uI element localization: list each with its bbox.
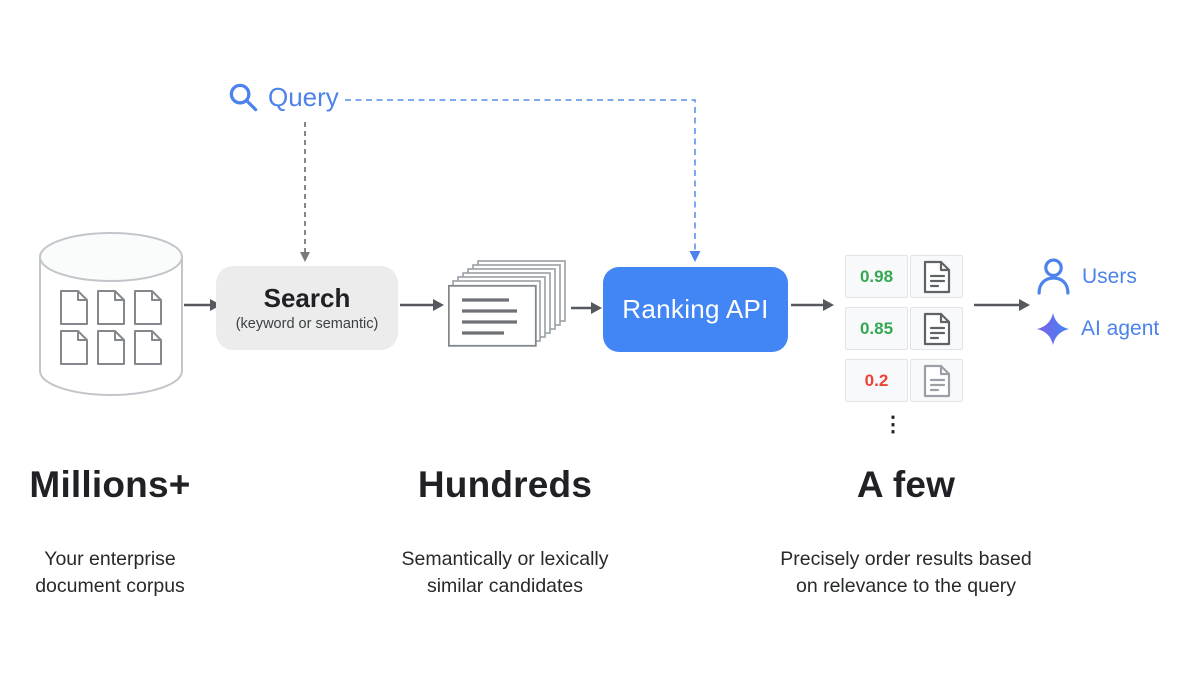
arrow-search-to-candidates (400, 299, 444, 311)
document-corpus (38, 231, 184, 404)
caption-candidates: Hundreds Semantically or lexically simil… (355, 464, 655, 600)
search-box-subtitle: (keyword or semantic) (235, 316, 379, 333)
caption-heading: A few (856, 464, 956, 505)
result-row: 0.85 (845, 307, 963, 350)
caption-heading: Millions+ (29, 464, 191, 505)
more-results-ellipsis: ⋮ (882, 413, 904, 436)
candidate-stack (447, 260, 570, 362)
result-doc-cell (910, 359, 963, 402)
result-doc-cell (910, 307, 963, 350)
corpus-document-icons (60, 290, 162, 365)
caption-subtitle: Precisely order results based on relevan… (780, 547, 1032, 598)
sparkle-icon (1037, 313, 1069, 345)
ranking-api-box: Ranking API (603, 267, 788, 352)
ranking-api-label: Ranking API (622, 294, 769, 324)
search-icon (229, 83, 258, 112)
score-cell: 0.2 (845, 359, 908, 402)
query-label-group: Query (228, 82, 339, 113)
query-to-search-dashed-arrow (300, 122, 310, 262)
candidate-text-lines (462, 298, 517, 335)
consumers-group: Users AI agent (1036, 258, 1159, 346)
document-stack-icon (447, 260, 566, 347)
ai-agent-label: AI agent (1081, 317, 1160, 340)
score-cell: 0.98 (845, 255, 908, 298)
search-box: Search (keyword or semantic) (216, 266, 398, 350)
document-icon (923, 260, 950, 293)
arrow-ranking-to-results (791, 299, 834, 311)
arrow-results-to-consumers (974, 299, 1030, 311)
score-value: 0.98 (859, 266, 894, 286)
search-box-title: Search (263, 282, 351, 313)
score-value: 0.85 (859, 318, 894, 338)
ai-agent-row: AI agent (1036, 312, 1159, 346)
score-value: 0.2 (864, 370, 889, 390)
results-list: 0.98 0.85 (845, 255, 963, 435)
caption-subtitle: Your enterprise document corpus (35, 547, 185, 598)
arrow-candidates-to-ranking (571, 302, 602, 314)
database-cylinder-icon (39, 232, 183, 396)
query-to-ranking-dashed-arrow (345, 99, 701, 262)
caption-results: A few Precisely order results based on r… (741, 464, 1071, 600)
document-icon (923, 364, 950, 397)
score-cell: 0.85 (845, 307, 908, 350)
users-row: Users (1036, 258, 1159, 295)
person-icon (1037, 258, 1070, 295)
result-doc-cell (910, 255, 963, 298)
caption-subtitle: Semantically or lexically similar candid… (401, 547, 609, 598)
result-row: 0.2 (845, 359, 963, 402)
result-row: 0.98 (845, 255, 963, 298)
caption-heading: Hundreds (417, 464, 593, 505)
query-label: Query (268, 82, 339, 112)
caption-corpus: Millions+ Your enterprise document corpu… (0, 464, 220, 600)
document-icon (923, 312, 950, 345)
users-label: Users (1082, 264, 1137, 288)
